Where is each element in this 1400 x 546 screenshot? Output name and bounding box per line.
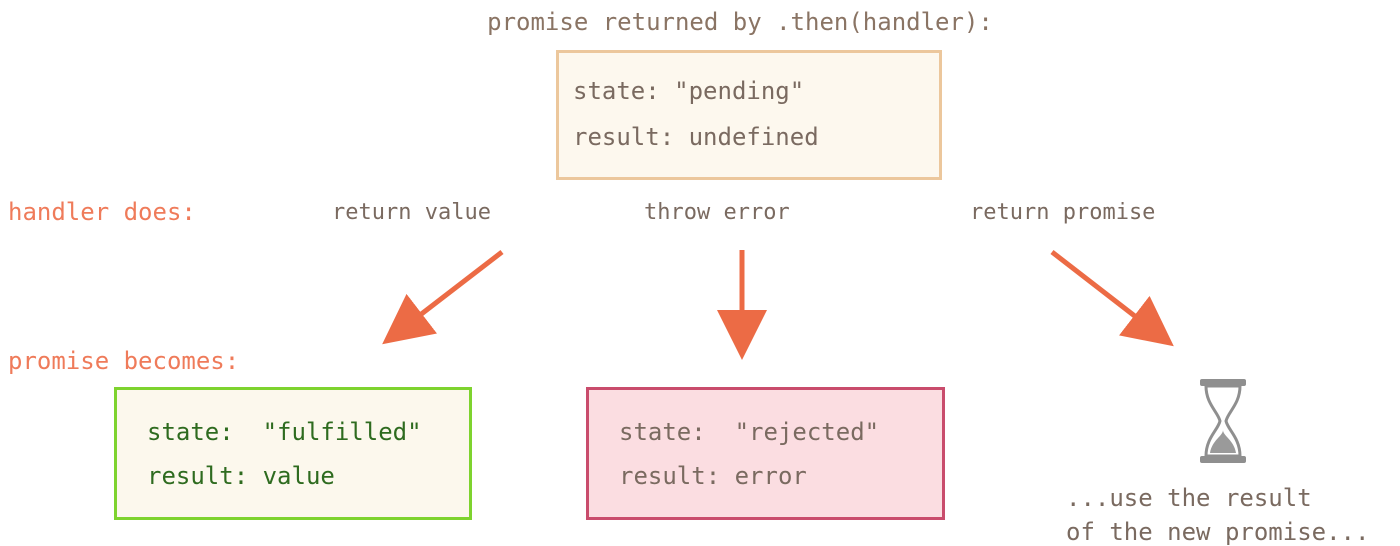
note-line-1: ...use the result bbox=[1066, 484, 1312, 512]
branch-return-promise-label: return promise bbox=[970, 200, 1156, 225]
rejected-state-text: state: "rejected" bbox=[619, 418, 880, 446]
rejected-promise-box: state: "rejected" result: error bbox=[586, 387, 945, 520]
pending-promise-box: state: "pending" result: undefined bbox=[556, 50, 942, 180]
handler-does-label: handler does: bbox=[8, 198, 196, 226]
hourglass-icon bbox=[1200, 379, 1246, 463]
arrow-to-new-promise bbox=[1050, 250, 1174, 347]
fulfilled-result-text: result: value bbox=[147, 462, 335, 490]
diagram-title: promise returned by .then(handler): bbox=[487, 8, 993, 36]
fulfilled-promise-box: state: "fulfilled" result: value bbox=[114, 387, 472, 520]
rejected-result-text: result: error bbox=[619, 462, 807, 490]
branch-return-value-label: return value bbox=[332, 200, 491, 225]
branch-throw-error-label: throw error bbox=[644, 200, 790, 225]
promise-becomes-label: promise becomes: bbox=[8, 347, 240, 375]
pending-result-text: result: undefined bbox=[573, 123, 819, 151]
pending-state-text: state: "pending" bbox=[573, 77, 805, 105]
note-line-2: of the new promise... bbox=[1066, 518, 1370, 546]
arrow-to-fulfilled bbox=[382, 250, 504, 345]
fulfilled-state-text: state: "fulfilled" bbox=[147, 418, 422, 446]
